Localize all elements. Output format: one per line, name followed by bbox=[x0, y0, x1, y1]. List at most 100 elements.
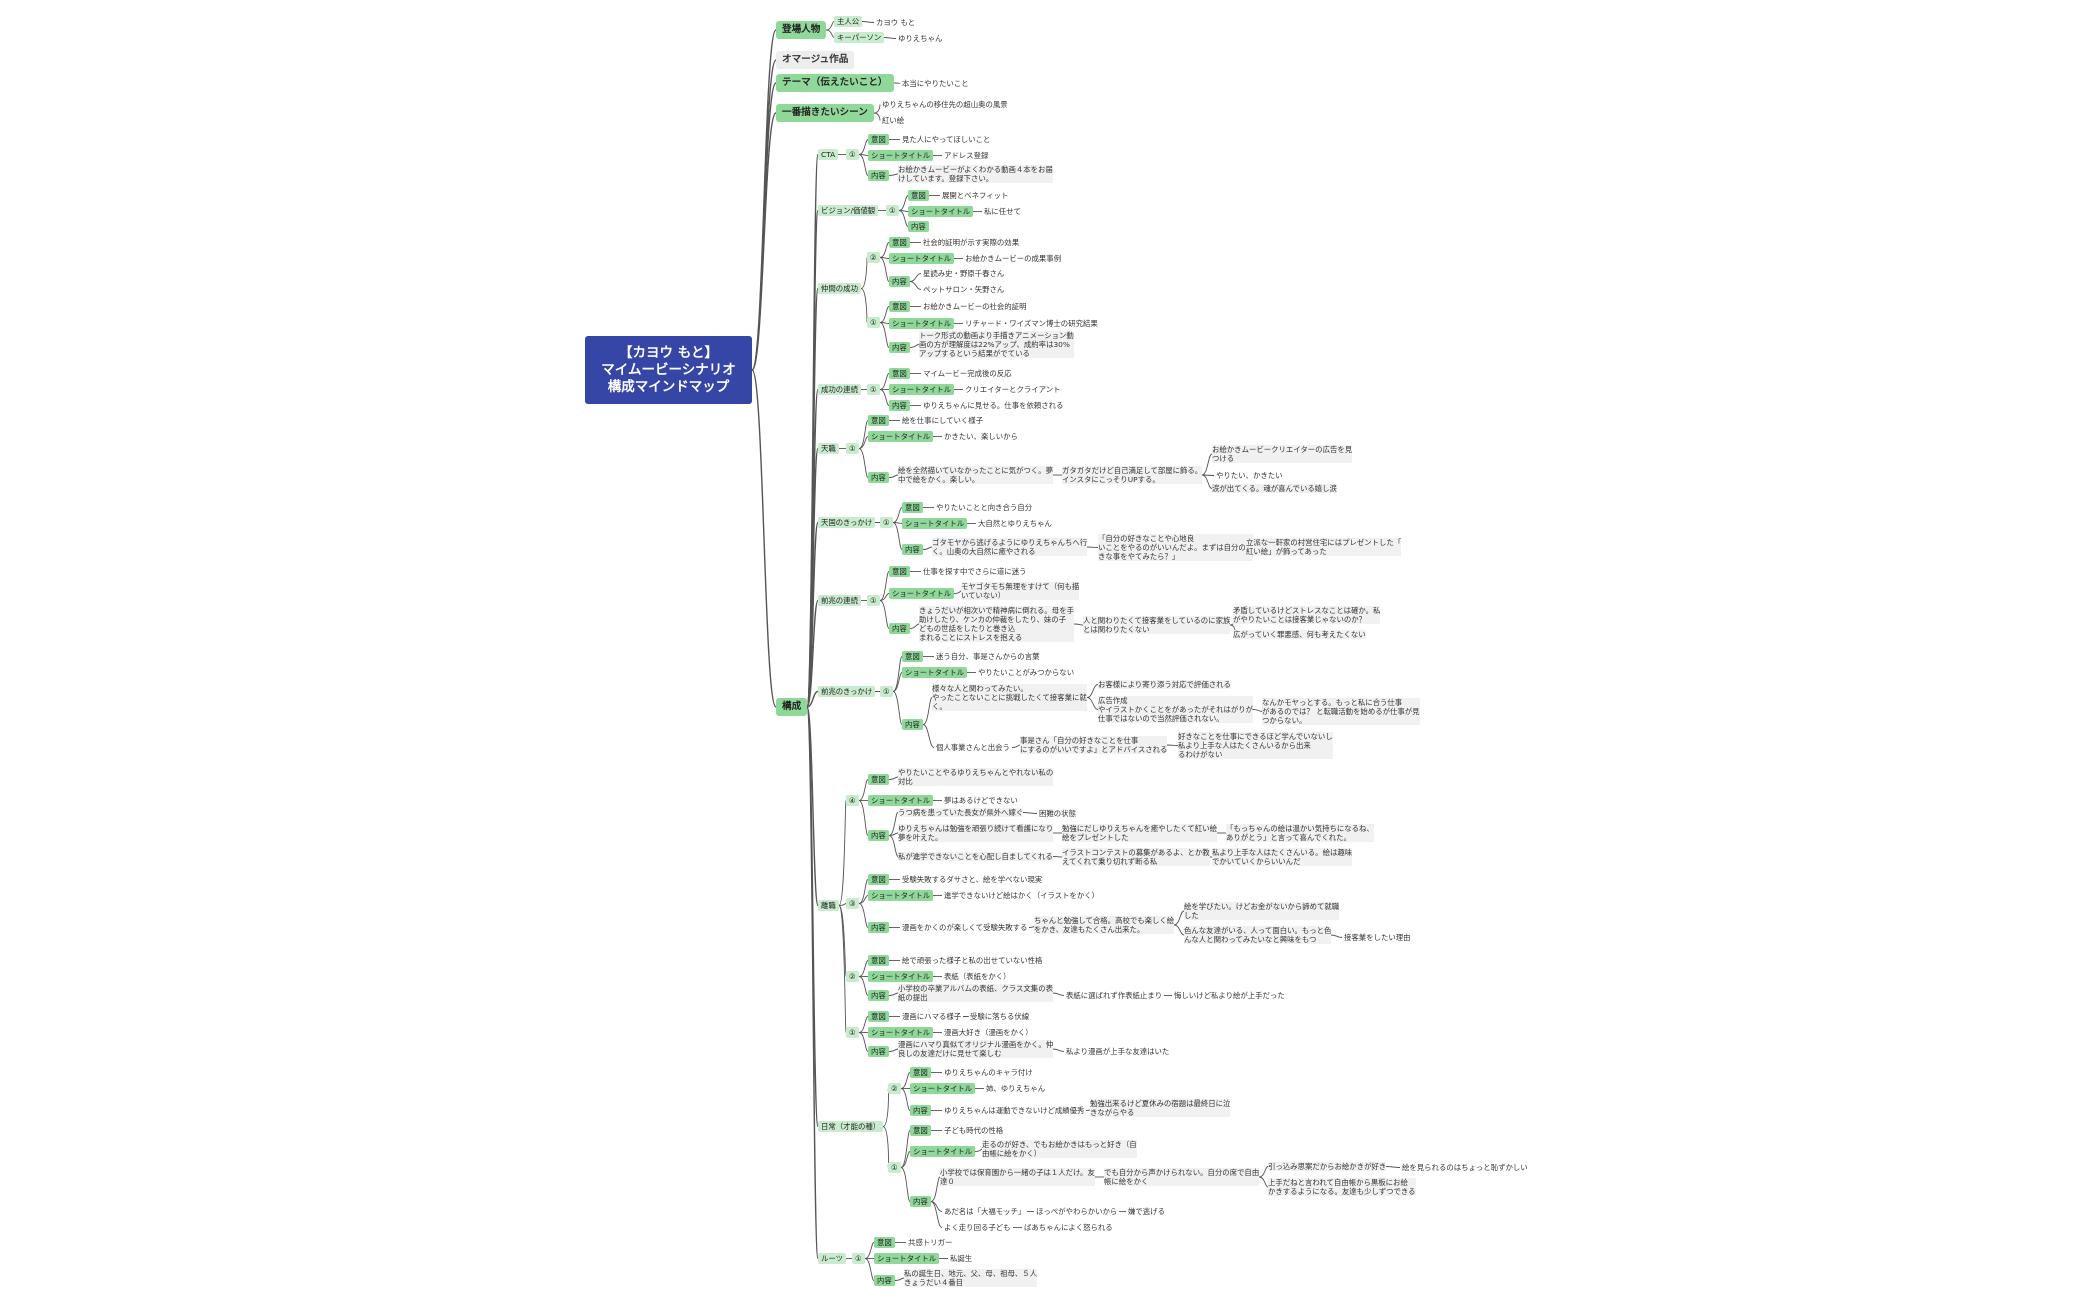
topic-theme[interactable]: テーマ（伝えたいこと） bbox=[776, 74, 894, 92]
resign-4-gift[interactable]: 勉強にだしゆりえちゃんを癒やしたくて紅い絵 絵をプレゼントした bbox=[1062, 824, 1217, 842]
daily-1-scolded[interactable]: ばあちゃんによく怒られる bbox=[1024, 1223, 1113, 1232]
heaven-intent-label[interactable]: 意図 bbox=[902, 502, 923, 513]
omen-trigger-advice[interactable]: 事是さん「自分の好きなことを仕事 にするのがいいですよ」とアドバイスされる bbox=[1020, 736, 1168, 754]
calling-num[interactable]: ① bbox=[846, 443, 859, 454]
daily-2-title[interactable]: 姉、ゆりえちゃん bbox=[986, 1084, 1046, 1093]
resign-2-intent-label[interactable]: 意図 bbox=[868, 955, 889, 966]
omen-trigger-meet[interactable]: 個人事業さんと出会う bbox=[936, 743, 1010, 752]
resign-4-title[interactable]: 夢はあるけどできない bbox=[944, 796, 1018, 805]
roots-title-label[interactable]: ショートタイトル bbox=[874, 1253, 940, 1264]
resign-3-content-label[interactable]: 内容 bbox=[868, 922, 889, 933]
daily-1-school[interactable]: 小学校では保育園から一緒の子は１人だけ。友 達０ bbox=[940, 1168, 1095, 1186]
daily-1-title-label[interactable]: ショートタイトル bbox=[910, 1146, 976, 1157]
heaven-num[interactable]: ① bbox=[880, 517, 893, 528]
success-num[interactable]: ① bbox=[867, 384, 880, 395]
calling-content-label[interactable]: 内容 bbox=[868, 472, 889, 483]
calling-content[interactable]: 絵を全然描いていなかったことに気がつく。夢 中で絵をかく。楽しい。 bbox=[898, 466, 1053, 484]
omen-trigger-title[interactable]: やりたいことがみつからない bbox=[978, 668, 1075, 677]
calling-title[interactable]: かきたい、楽しいから bbox=[944, 432, 1018, 441]
resign-1-friend[interactable]: 私より漫画が上手な友達はいた bbox=[1066, 1047, 1170, 1056]
daily-2-homework[interactable]: 勉強出来るけど夏休みの宿題は最終日に泣 きながらやる bbox=[1090, 1099, 1231, 1117]
omen-content[interactable]: きょうだいが相次いで精神病に倒れる。母を手 助けしたり、ケンカの仲裁をしたり、妹… bbox=[919, 606, 1074, 642]
resign-4-intent[interactable]: やりたいことやるゆりえちゃんとやれない私の 対比 bbox=[898, 768, 1054, 786]
cta-title-label[interactable]: ショートタイトル bbox=[868, 150, 934, 161]
daily-2-intent[interactable]: ゆりえちゃんのキャラ付け bbox=[944, 1068, 1033, 1077]
heaven-intent[interactable]: やりたいことと向き合う自分 bbox=[936, 503, 1033, 512]
branch-omen-streak[interactable]: 前兆の連続 bbox=[818, 595, 861, 606]
branch-omen-trigger[interactable]: 前兆のきっかけ bbox=[818, 686, 876, 697]
heaven-advice[interactable]: 「自分の好きなことや心地良 いことをやるのがいいんだよ。まずは自分の好 きな事を… bbox=[1098, 534, 1254, 561]
heaven-content[interactable]: ゴタモヤから逃げるようにゆりえちゃんちへ行 く。山奥の大自然に癒やされる bbox=[932, 538, 1088, 556]
heaven-title[interactable]: 大自然とゆりえちゃん bbox=[978, 519, 1052, 528]
resign-1-intent[interactable]: 漫画にハマる様子 bbox=[902, 1012, 962, 1021]
cta-content[interactable]: お絵かきムービーがよくわかる動画４本をお届 けしています。登録下さい。 bbox=[898, 165, 1053, 183]
success-title-label[interactable]: ショートタイトル bbox=[889, 384, 955, 395]
peer-2-num[interactable]: ② bbox=[867, 252, 880, 263]
resign-3-intent[interactable]: 受験失敗するダサさと、絵を学べない現実 bbox=[902, 875, 1043, 884]
omen-intent-label[interactable]: 意図 bbox=[889, 566, 910, 577]
resign-4-num[interactable]: ④ bbox=[846, 795, 859, 806]
daily-1-num[interactable]: ① bbox=[888, 1162, 901, 1173]
node-protagonist-name[interactable]: カヨウ もと bbox=[876, 18, 916, 27]
resign-4-hobby[interactable]: 私より上手な人はたくさんいる。絵は趣味 でかいていくからいいんだ bbox=[1212, 848, 1353, 866]
daily-1-shy[interactable]: でも自分から声かけられない。自分の席で自由 帳に絵をかく bbox=[1104, 1168, 1260, 1186]
node-theme-value[interactable]: 本当にやりたいこと bbox=[902, 79, 969, 88]
omen-title-label[interactable]: ショートタイトル bbox=[889, 588, 955, 599]
resign-2-intent[interactable]: 絵で頑張った様子と私の出せていない性格 bbox=[902, 956, 1043, 965]
heaven-title-label[interactable]: ショートタイトル bbox=[902, 518, 968, 529]
omen-trigger-intent[interactable]: 迷う自分、事是さんからの言葉 bbox=[936, 652, 1040, 661]
resign-4-yurie[interactable]: ゆりえちゃんは勉強を頑張り続けて看護になり 夢を叶えた。 bbox=[898, 824, 1054, 842]
resign-2-album[interactable]: 小学校の卒業アルバムの表紙、クラス文集の表 紙の提出 bbox=[898, 984, 1053, 1002]
roots-content-label[interactable]: 内容 bbox=[874, 1275, 895, 1286]
daily-2-content-label[interactable]: 内容 bbox=[910, 1105, 931, 1116]
branch-heaven-trigger[interactable]: 天国のきっかけ bbox=[818, 517, 876, 528]
daily-1-intent-label[interactable]: 意図 bbox=[910, 1125, 931, 1136]
cta-num[interactable]: ① bbox=[846, 149, 859, 160]
branch-daily-life[interactable]: 日常（才能の種） bbox=[818, 1121, 884, 1132]
daily-1-embarrassed[interactable]: 絵を見られるのはちょっと恥ずかしい bbox=[1402, 1163, 1528, 1172]
omen-num[interactable]: ① bbox=[867, 595, 880, 606]
omen-contradiction[interactable]: 矛盾しているけどストレスなことは確か。私 がやりたいことは接客業じゃないのか？ bbox=[1233, 606, 1381, 624]
branch-calling[interactable]: 天職 bbox=[818, 443, 839, 454]
cta-title[interactable]: アドレス登録 bbox=[944, 151, 989, 160]
success-title[interactable]: クリエイターとクライアント bbox=[965, 385, 1061, 394]
omen-trigger-content-label[interactable]: 内容 bbox=[902, 719, 923, 730]
vision-intent-label[interactable]: 意図 bbox=[908, 190, 929, 201]
daily-1-content-label[interactable]: 内容 bbox=[910, 1196, 931, 1207]
branch-peer-success[interactable]: 仲間の成功 bbox=[818, 283, 861, 294]
resign-2-not-chosen[interactable]: 表紙に選ばれず作表紙止まり bbox=[1066, 991, 1163, 1000]
peer-2-content-label[interactable]: 内容 bbox=[889, 276, 910, 287]
resign-2-title[interactable]: 表紙（表紙をかく） bbox=[944, 972, 1011, 981]
daily-1-introvert[interactable]: 引っ込み思案だからお絵かきが好き bbox=[1268, 1162, 1387, 1171]
peer-1-intent[interactable]: お絵かきムービーの社会的証明 bbox=[923, 302, 1027, 311]
vision-intent[interactable]: 展開とベネフィット bbox=[942, 191, 1009, 200]
daily-2-intent-label[interactable]: 意図 bbox=[910, 1067, 931, 1078]
vision-content-label[interactable]: 内容 bbox=[908, 221, 929, 232]
peer-1-intent-label[interactable]: 意図 bbox=[889, 301, 910, 312]
omen-trigger-title-label[interactable]: ショートタイトル bbox=[902, 667, 968, 678]
resign-3-highschool[interactable]: ちゃんと勉強して合格。高校でも楽しく絵 をかき、友達もたくさん出来た。 bbox=[1034, 916, 1175, 934]
omen-trigger-work[interactable]: 様々な人と関わってみたい。 やったことないことに挑戦したくて接客業に就 く。 bbox=[932, 684, 1087, 711]
node-protagonist[interactable]: 主人公 bbox=[834, 16, 863, 27]
resign-1-foreshadow[interactable]: 受験に落ちる伏線 bbox=[970, 1012, 1030, 1021]
omen-intent[interactable]: 仕事を探す中でさらに道に迷う bbox=[923, 567, 1027, 576]
vision-title[interactable]: 私に任せて bbox=[984, 207, 1021, 216]
peer-2-intent-label[interactable]: 意図 bbox=[889, 237, 910, 248]
resign-3-intent-label[interactable]: 意図 bbox=[868, 874, 889, 885]
daily-2-content[interactable]: ゆりえちゃんは運動できないけど成績優秀 bbox=[944, 1106, 1085, 1115]
resign-4-intent-label[interactable]: 意図 bbox=[868, 774, 889, 785]
roots-content[interactable]: 私の誕生日、地元、父、母、祖母、５人 きょうだい４番目 bbox=[904, 1269, 1038, 1287]
daily-1-intent[interactable]: 子ども時代の性格 bbox=[944, 1126, 1004, 1135]
resign-1-content[interactable]: 漫画にハマり真似てオリジナル漫画をかく。仲 良しの友達だけに見せて楽しむ bbox=[898, 1040, 1054, 1058]
success-content[interactable]: ゆりえちゃんに見せる。仕事を依頼される bbox=[923, 401, 1064, 410]
node-scene-red-painting[interactable]: 紅い絵 bbox=[882, 116, 905, 125]
resign-3-title-label[interactable]: ショートタイトル bbox=[868, 890, 934, 901]
daily-1-cheeks[interactable]: ほっぺがやわらかいから bbox=[1036, 1207, 1118, 1216]
omen-trigger-job-hunt[interactable]: なんかモヤっとする。もっと私に合う仕事 があるのでは？ と転職活動を始めるが仕事… bbox=[1262, 698, 1420, 725]
peer-2-title[interactable]: お絵かきムービーの成果事例 bbox=[965, 254, 1062, 263]
node-scene-landscape[interactable]: ゆりえちゃんの移住先の超山奥の風景 bbox=[882, 100, 1008, 109]
resign-4-worry[interactable]: 私が進学できないことを心配し自ましてくれる bbox=[898, 852, 1053, 861]
omen-guilt[interactable]: 広がっていく罪悪感、何も考えたくない bbox=[1233, 630, 1366, 639]
calling-ad-found[interactable]: お絵かきムービークリエイターの広告を見 つける bbox=[1212, 445, 1353, 463]
heaven-content-label[interactable]: 内容 bbox=[902, 544, 923, 555]
